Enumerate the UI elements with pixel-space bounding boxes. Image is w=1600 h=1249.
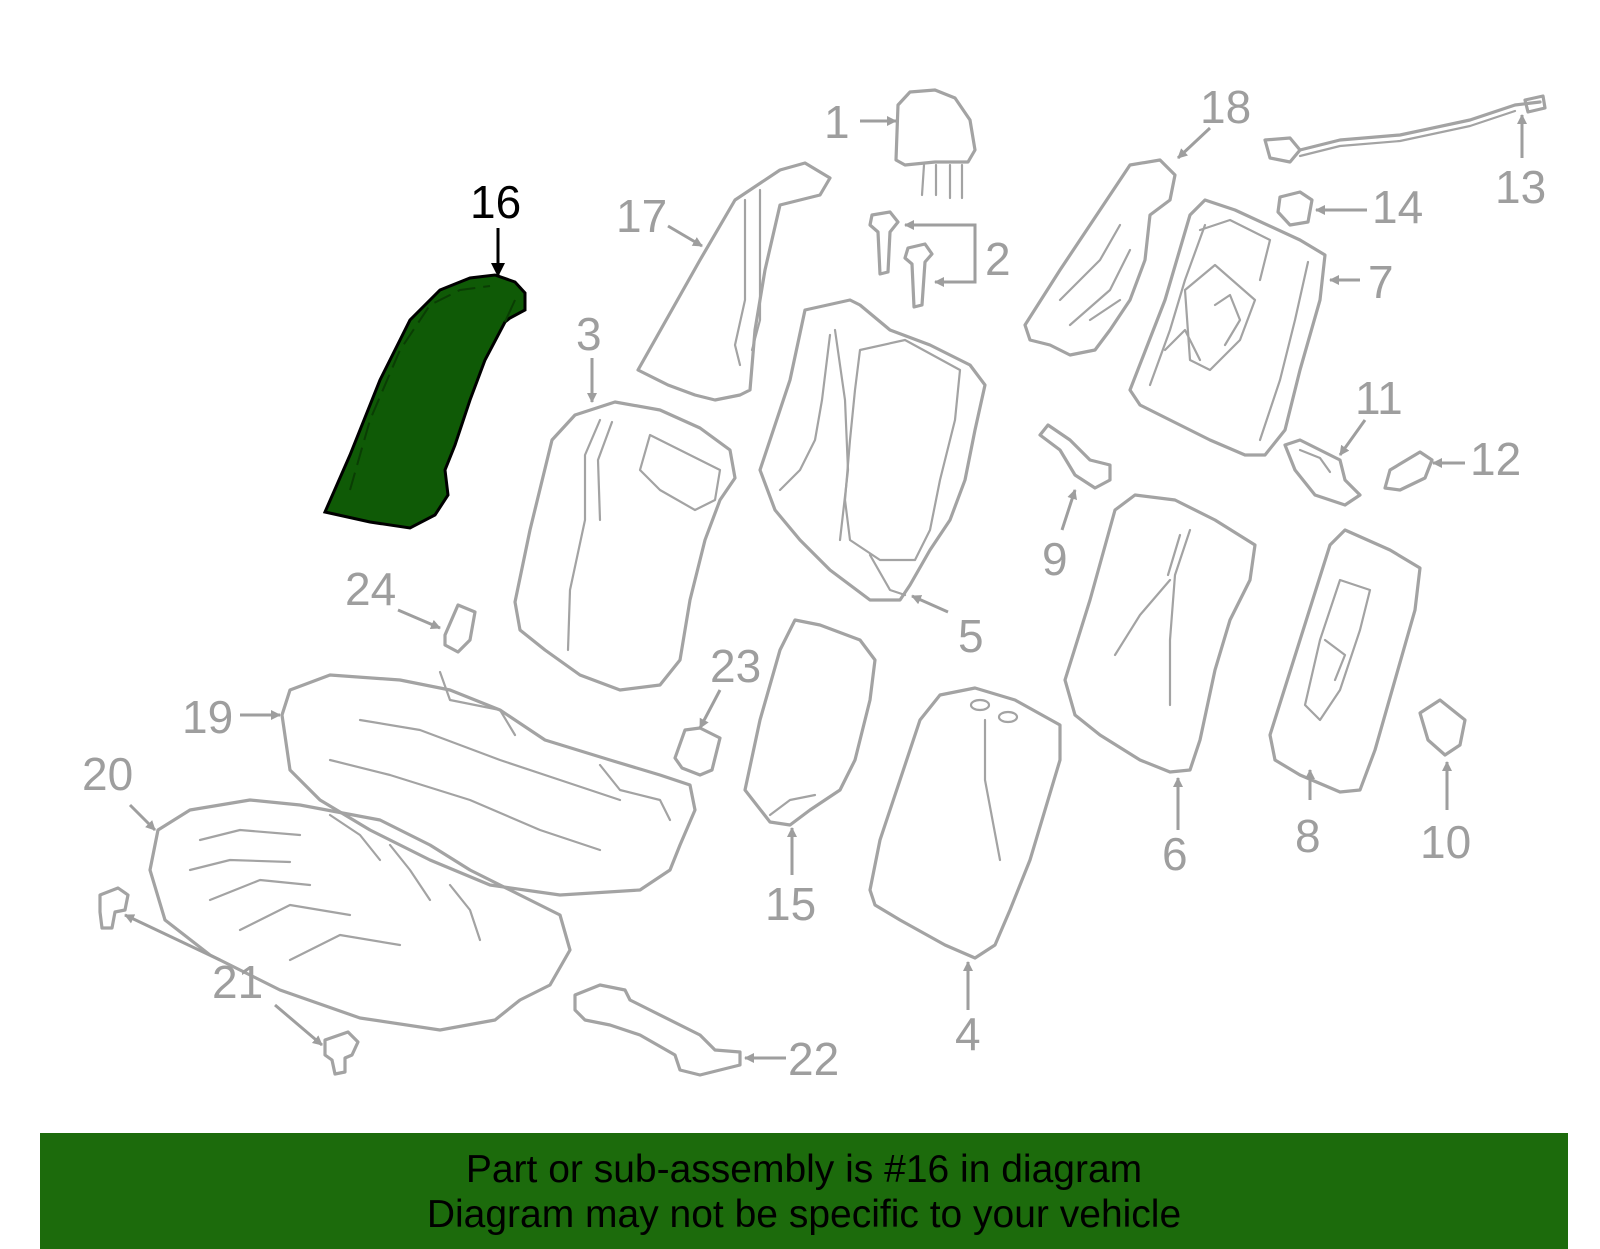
part-3-seatback-cover[interactable] [513,400,737,692]
info-banner: Part or sub-assembly is #16 in diagram D… [40,1133,1568,1249]
callout-1: 1 [824,96,850,148]
part-15-pad[interactable] [743,618,877,827]
callout-20: 20 [82,748,133,800]
callout-23: 23 [710,640,761,692]
part-4-pad[interactable] [868,686,1062,960]
part-17[interactable] [636,161,832,402]
part-11-bracket[interactable] [1283,438,1362,507]
part-2-pins[interactable] [868,210,934,309]
part-24-clip[interactable] [443,603,477,654]
callout-22: 22 [788,1033,839,1085]
callout-3: 3 [576,308,602,360]
callout-16: 16 [470,176,521,228]
callout-15: 15 [765,878,816,930]
banner-line-2: Diagram may not be specific to your vehi… [426,1193,1182,1236]
part-9-bracket[interactable] [1038,423,1112,490]
part-8-panel[interactable] [1268,528,1422,794]
banner-line-1: Part or sub-assembly is #16 in diagram [465,1148,1143,1191]
part-23-bracket[interactable] [673,726,722,777]
part-13-cable[interactable] [1263,94,1547,164]
callout-9: 9 [1042,533,1068,585]
part-1-headrest[interactable] [894,88,977,200]
callout-12: 12 [1470,433,1521,485]
part-12-cover[interactable] [1383,450,1434,492]
callout-8: 8 [1295,810,1321,862]
part-20-cushion-pad[interactable] [148,798,572,1032]
part-14[interactable] [1276,190,1314,227]
callout-6: 6 [1162,828,1188,880]
callout-17: 17 [616,190,667,242]
part-21-clips[interactable] [98,886,360,1076]
callout-labels: 1 2 3 4 5 6 7 8 9 10 11 12 13 14 15 16 1… [82,81,1546,1085]
callout-14: 14 [1372,181,1423,233]
callout-18: 18 [1200,81,1251,133]
callout-24: 24 [345,563,396,615]
part-22-rod[interactable] [573,983,742,1077]
part-7-seatback-frame-panel[interactable] [1128,198,1327,457]
part-18[interactable] [1023,158,1177,357]
callout-11: 11 [1355,372,1403,424]
callout-13: 13 [1495,161,1546,213]
callout-4: 4 [955,1008,981,1060]
seat-parts-diagram: 1 2 3 4 5 6 7 8 9 10 11 12 13 14 15 16 1… [82,81,1547,1085]
callout-5: 5 [958,610,984,662]
part-16-highlighted[interactable] [322,273,527,530]
callout-2: 2 [985,233,1011,285]
callout-arrows [124,114,1527,1063]
part-6-seatback-pad[interactable] [1063,493,1257,774]
callout-10: 10 [1420,816,1471,868]
part-5-seatback-frame[interactable] [758,298,987,602]
part-10-bracket[interactable] [1418,698,1467,757]
part-19-cushion-cover[interactable] [280,670,697,897]
callout-19: 19 [182,691,233,743]
callout-21: 21 [212,956,263,1008]
callout-7: 7 [1368,256,1394,308]
